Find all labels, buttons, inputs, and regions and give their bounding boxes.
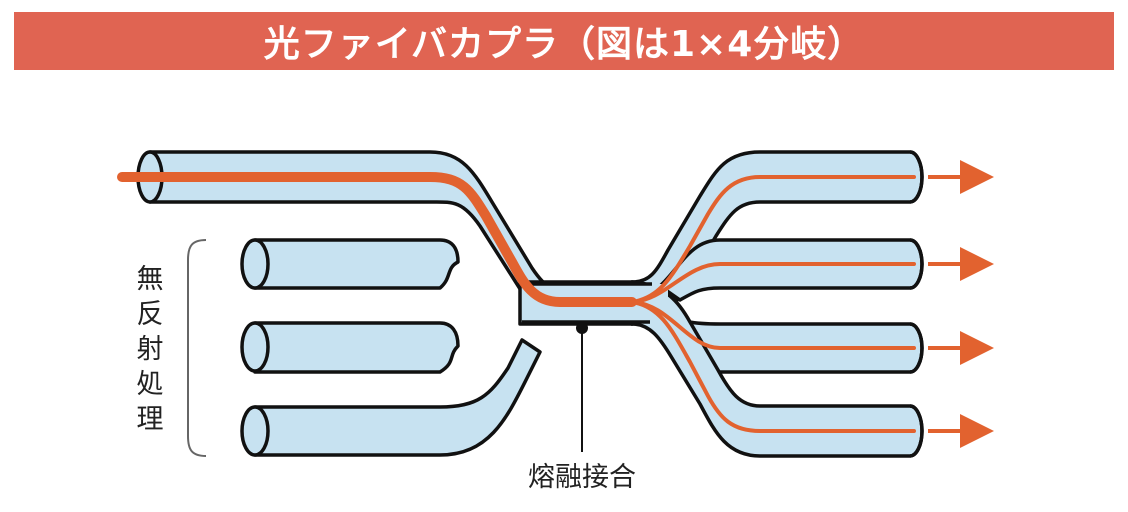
fusion-label: 熔融接合 <box>528 462 636 493</box>
output-fiber-4-end <box>909 404 924 458</box>
output-fiber-1-end <box>909 150 924 204</box>
fusion-point-dot <box>576 322 588 334</box>
input-fiber-4 <box>253 338 542 457</box>
label-char-2: 反 <box>137 299 164 330</box>
label-char-4: 処 <box>137 369 164 400</box>
label-char-3: 射 <box>137 334 164 365</box>
output-light-core-4 <box>630 300 916 433</box>
label-char-5: 理 <box>137 404 164 435</box>
output-fiber-3-end <box>909 322 924 374</box>
output-arrow-2 <box>928 247 994 281</box>
output-arrow-1 <box>928 160 994 194</box>
output-light-core-2 <box>630 262 916 304</box>
left-bracket <box>187 239 207 457</box>
output-fiber-2-end <box>909 238 924 290</box>
diagram-title: 光ファイバカプラ（図は1×4分岐） <box>263 24 865 65</box>
label-char-1: 無 <box>137 264 164 295</box>
output-arrow-4 <box>928 414 994 448</box>
input-fiber-3-end <box>240 321 270 373</box>
title-bar: 光ファイバカプラ（図は1×4分岐） <box>14 12 1114 70</box>
input-fiber-2 <box>253 238 460 290</box>
output-light-core-1 <box>630 175 916 304</box>
input-fiber-4-end <box>240 405 270 457</box>
input-fiber-2-end <box>240 238 270 290</box>
output-arrow-3 <box>928 331 994 365</box>
input-fiber-3 <box>253 321 460 374</box>
input-light-core <box>117 172 637 307</box>
